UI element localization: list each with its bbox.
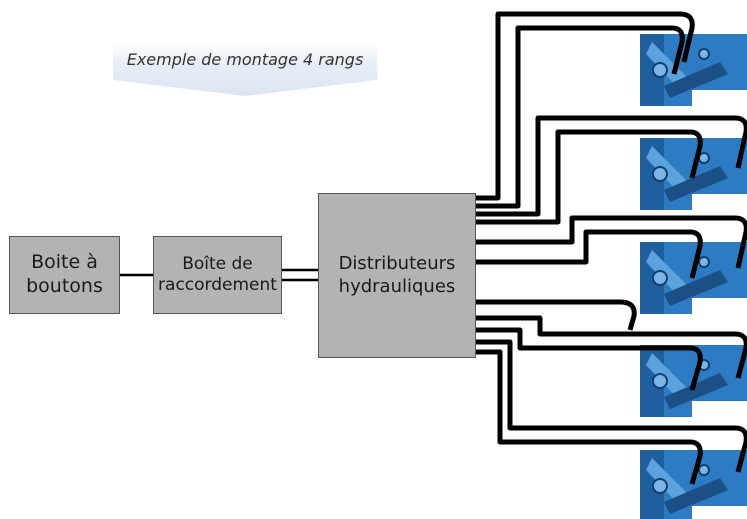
hose-5b: [476, 349, 703, 485]
button-box-label: Boite à boutons: [26, 251, 103, 297]
hose-2b: [476, 129, 703, 225]
connection-box: Boîte de raccordement: [153, 236, 282, 314]
hose-4a: [476, 315, 747, 379]
hydraulic-unit-image-5: [640, 450, 747, 519]
connection-box-label: Boîte de raccordement: [158, 253, 277, 295]
hose-3a: [476, 215, 747, 269]
hose-4b: [476, 327, 703, 391]
hose-2a: [476, 115, 747, 217]
hose-1b: [476, 25, 685, 209]
banner-title: Exemple de montage 4 rangs: [126, 50, 364, 69]
hydraulic-valves-label: Distributeurs hydrauliques: [338, 253, 456, 297]
hydraulic-unit-image-1: [640, 34, 747, 106]
hose-5a: [476, 339, 747, 473]
hydraulic-valves-box: Distributeurs hydrauliques: [318, 193, 476, 358]
hose-3c: [476, 299, 637, 331]
hydraulic-unit-image-4: [640, 345, 747, 417]
hose-3b: [476, 229, 703, 279]
banner-arrow-shape: [113, 44, 377, 96]
button-box: Boite à boutons: [9, 236, 120, 314]
hose-1a: [476, 11, 695, 201]
